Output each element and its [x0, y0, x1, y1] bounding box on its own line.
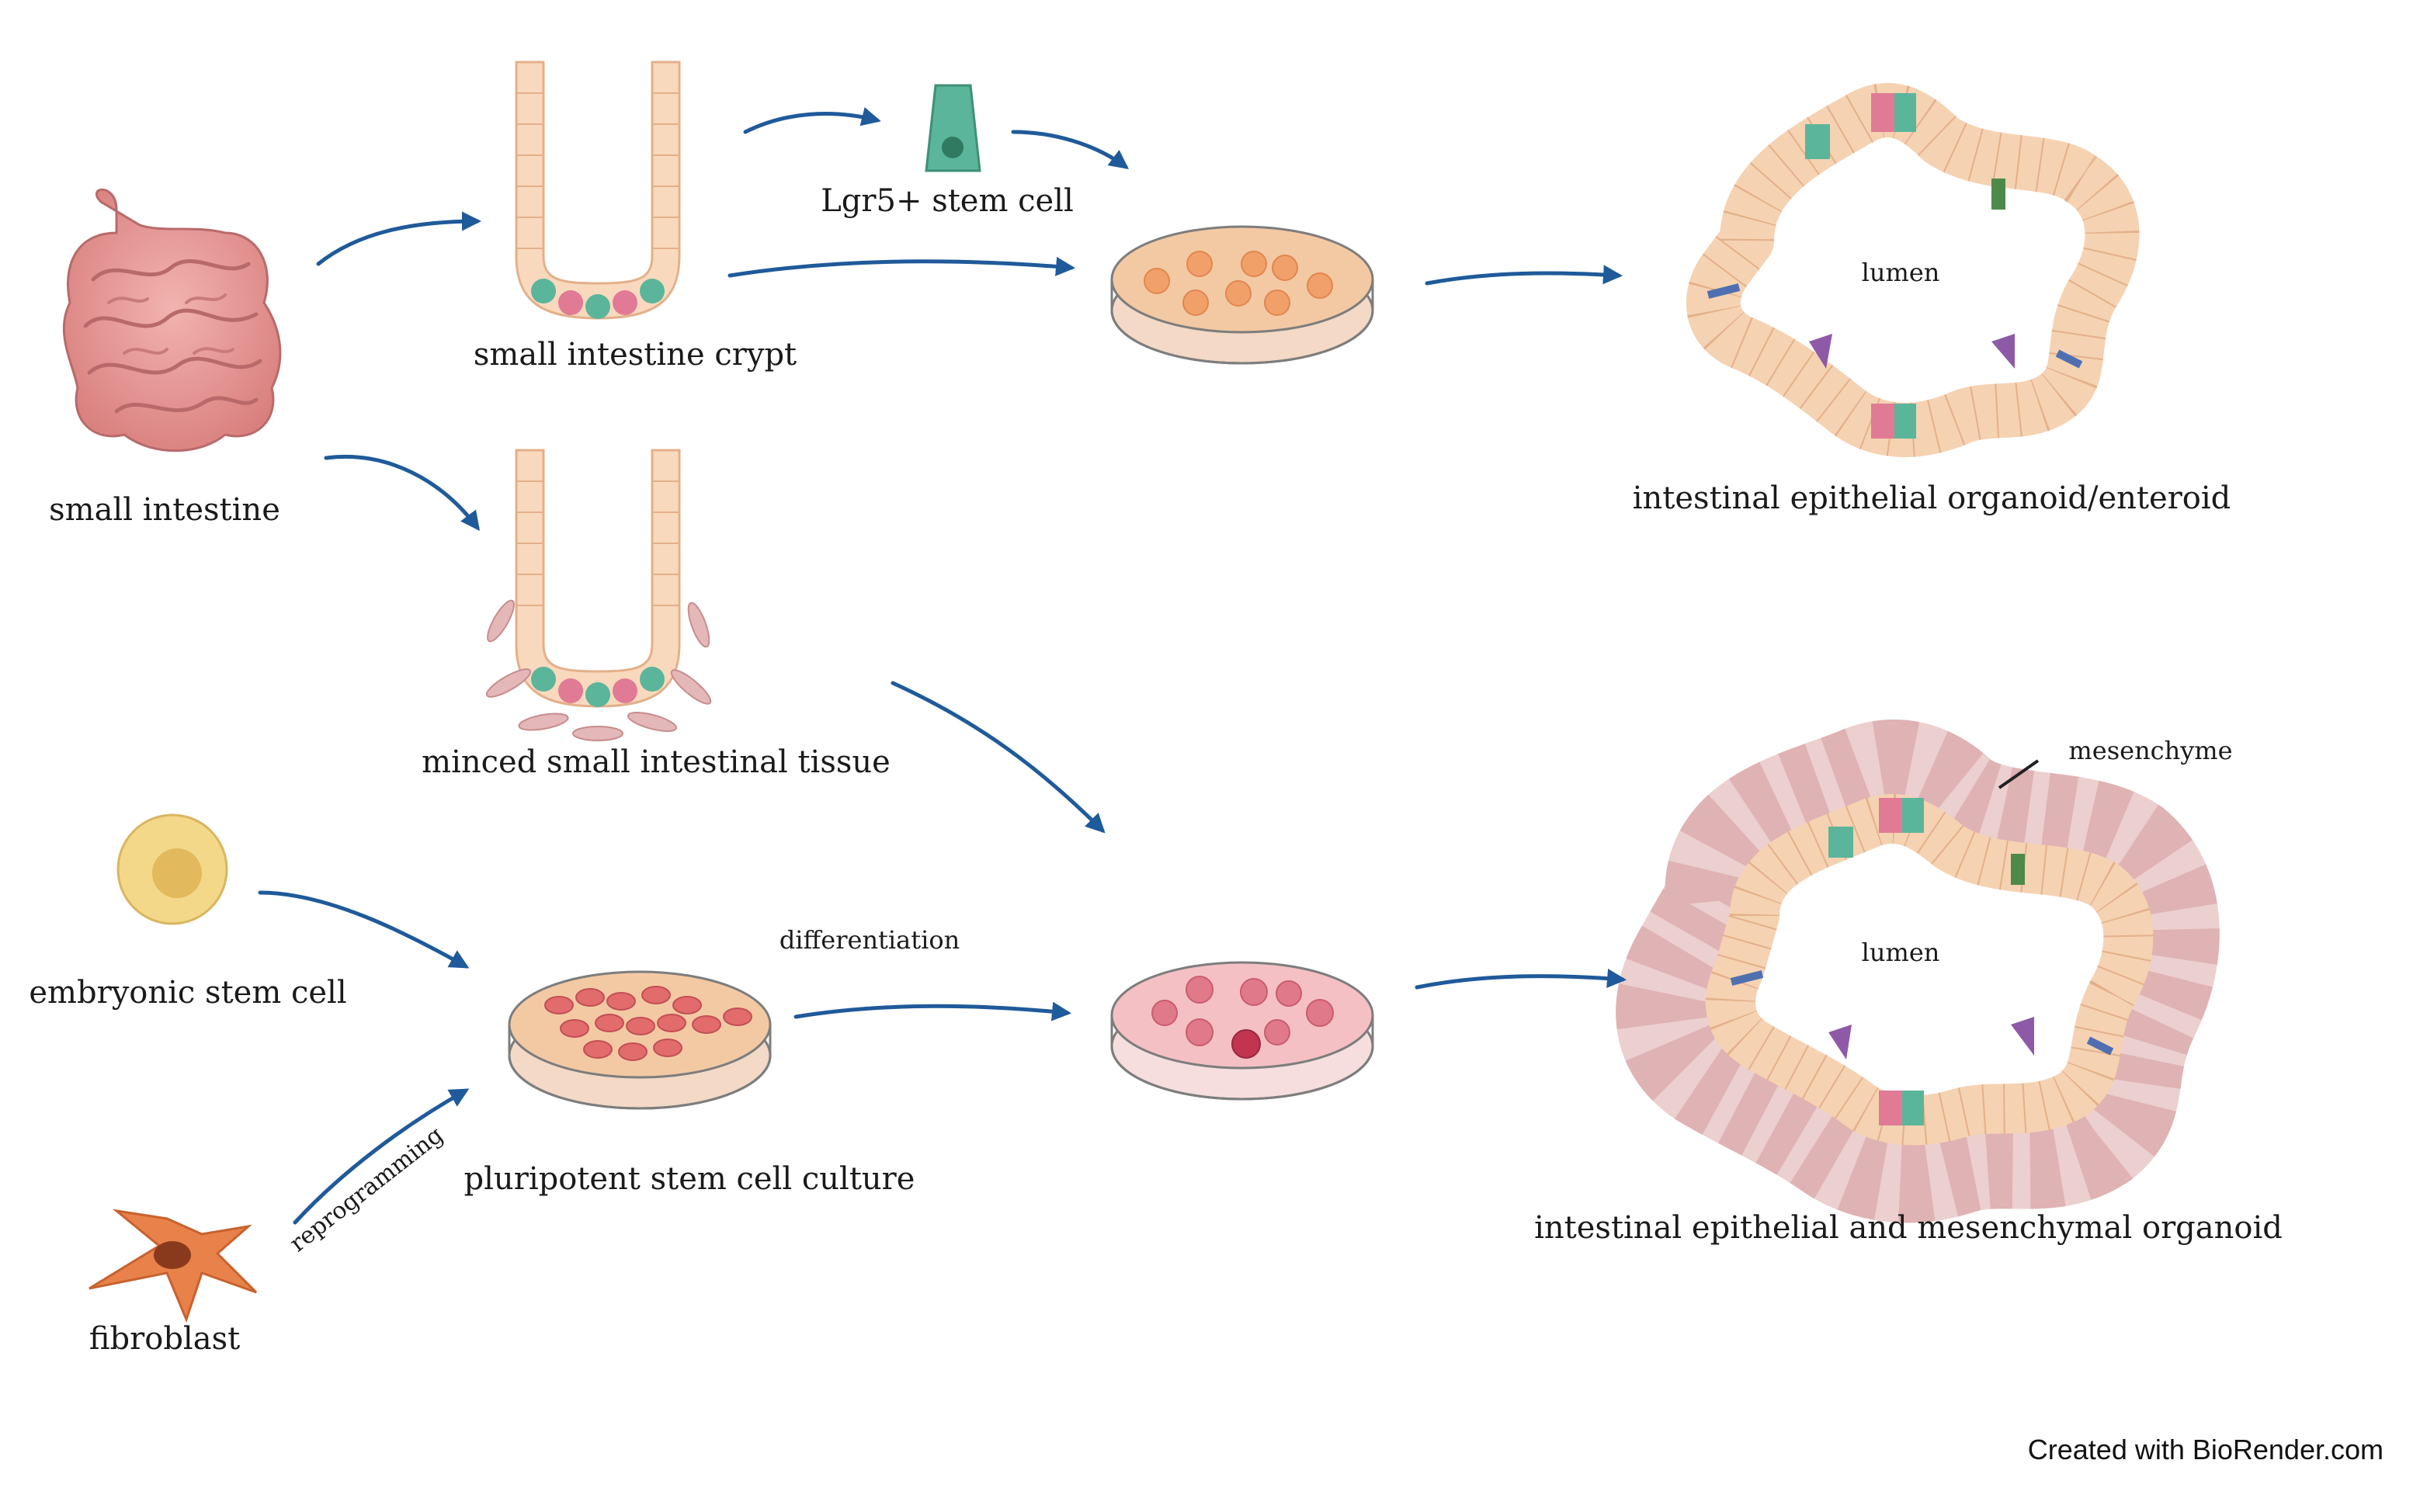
flow-arrows — [258, 107, 1627, 1225]
minced-tissue-label: minced small intestinal tissue — [422, 744, 891, 780]
intestine-crypt-illustration — [515, 61, 681, 320]
fibroblast-illustration — [89, 1209, 258, 1323]
crypt-label: small intestine crypt — [474, 337, 797, 373]
arrow-crypt-to-dish — [727, 256, 1075, 278]
embryonic-stem-cell-illustration — [116, 813, 228, 925]
minced-tissue-illustration — [485, 449, 712, 741]
arrow-dish-to-enteroid — [1425, 265, 1623, 286]
mesenchymal-organoid-illustration — [1616, 720, 2220, 1223]
arrow-intestine-to-crypt — [316, 211, 481, 266]
lgr5-stem-cell-label: Lgr5+ stem cell — [821, 183, 1074, 219]
biorender-credit: Created with BioRender.com — [2028, 1434, 2384, 1465]
arrow-dish-to-mesenchymal-organoid — [1415, 968, 1627, 990]
small-intestine-label: small intestine — [49, 492, 280, 528]
enteroid-label: intestinal epithelial organoid/enteroid — [1633, 480, 2231, 516]
mesenchyme-label: mesenchyme — [2068, 736, 2232, 765]
psc-culture-label: pluripotent stem cell culture — [464, 1161, 915, 1197]
differentiation-label: differentiation — [779, 925, 960, 955]
embryonic-stem-cell-label: embryonic stem cell — [29, 975, 346, 1011]
small-intestine-illustration — [62, 188, 282, 453]
organoid-culture-dish — [1110, 961, 1374, 1101]
reprogramming-label: reprogramming — [285, 1122, 449, 1257]
lgr5-stem-cell-illustration — [925, 84, 981, 172]
crypt-culture-dish — [1110, 225, 1374, 365]
fibroblast-label: fibroblast — [89, 1321, 240, 1357]
mesenchymal-organoid-label: intestinal epithelial and mesenchymal or… — [1534, 1210, 2283, 1246]
arrow-esc-to-psc — [258, 890, 470, 969]
psc-culture-dish — [508, 970, 772, 1110]
arrow-intestine-to-minced — [324, 455, 481, 531]
arrow-psc-to-dish — [793, 1001, 1071, 1021]
arrow-lgr5-to-dish — [1011, 130, 1130, 169]
lumen-top-label: lumen — [1862, 258, 1940, 287]
enteroid-illustration — [1686, 83, 2140, 457]
arrow-crypt-to-lgr5 — [743, 107, 881, 134]
arrow-fibroblast-to-psc — [293, 1088, 470, 1225]
lumen-bottom-label: lumen — [1862, 938, 1940, 967]
arrow-minced-to-dish — [891, 681, 1106, 834]
